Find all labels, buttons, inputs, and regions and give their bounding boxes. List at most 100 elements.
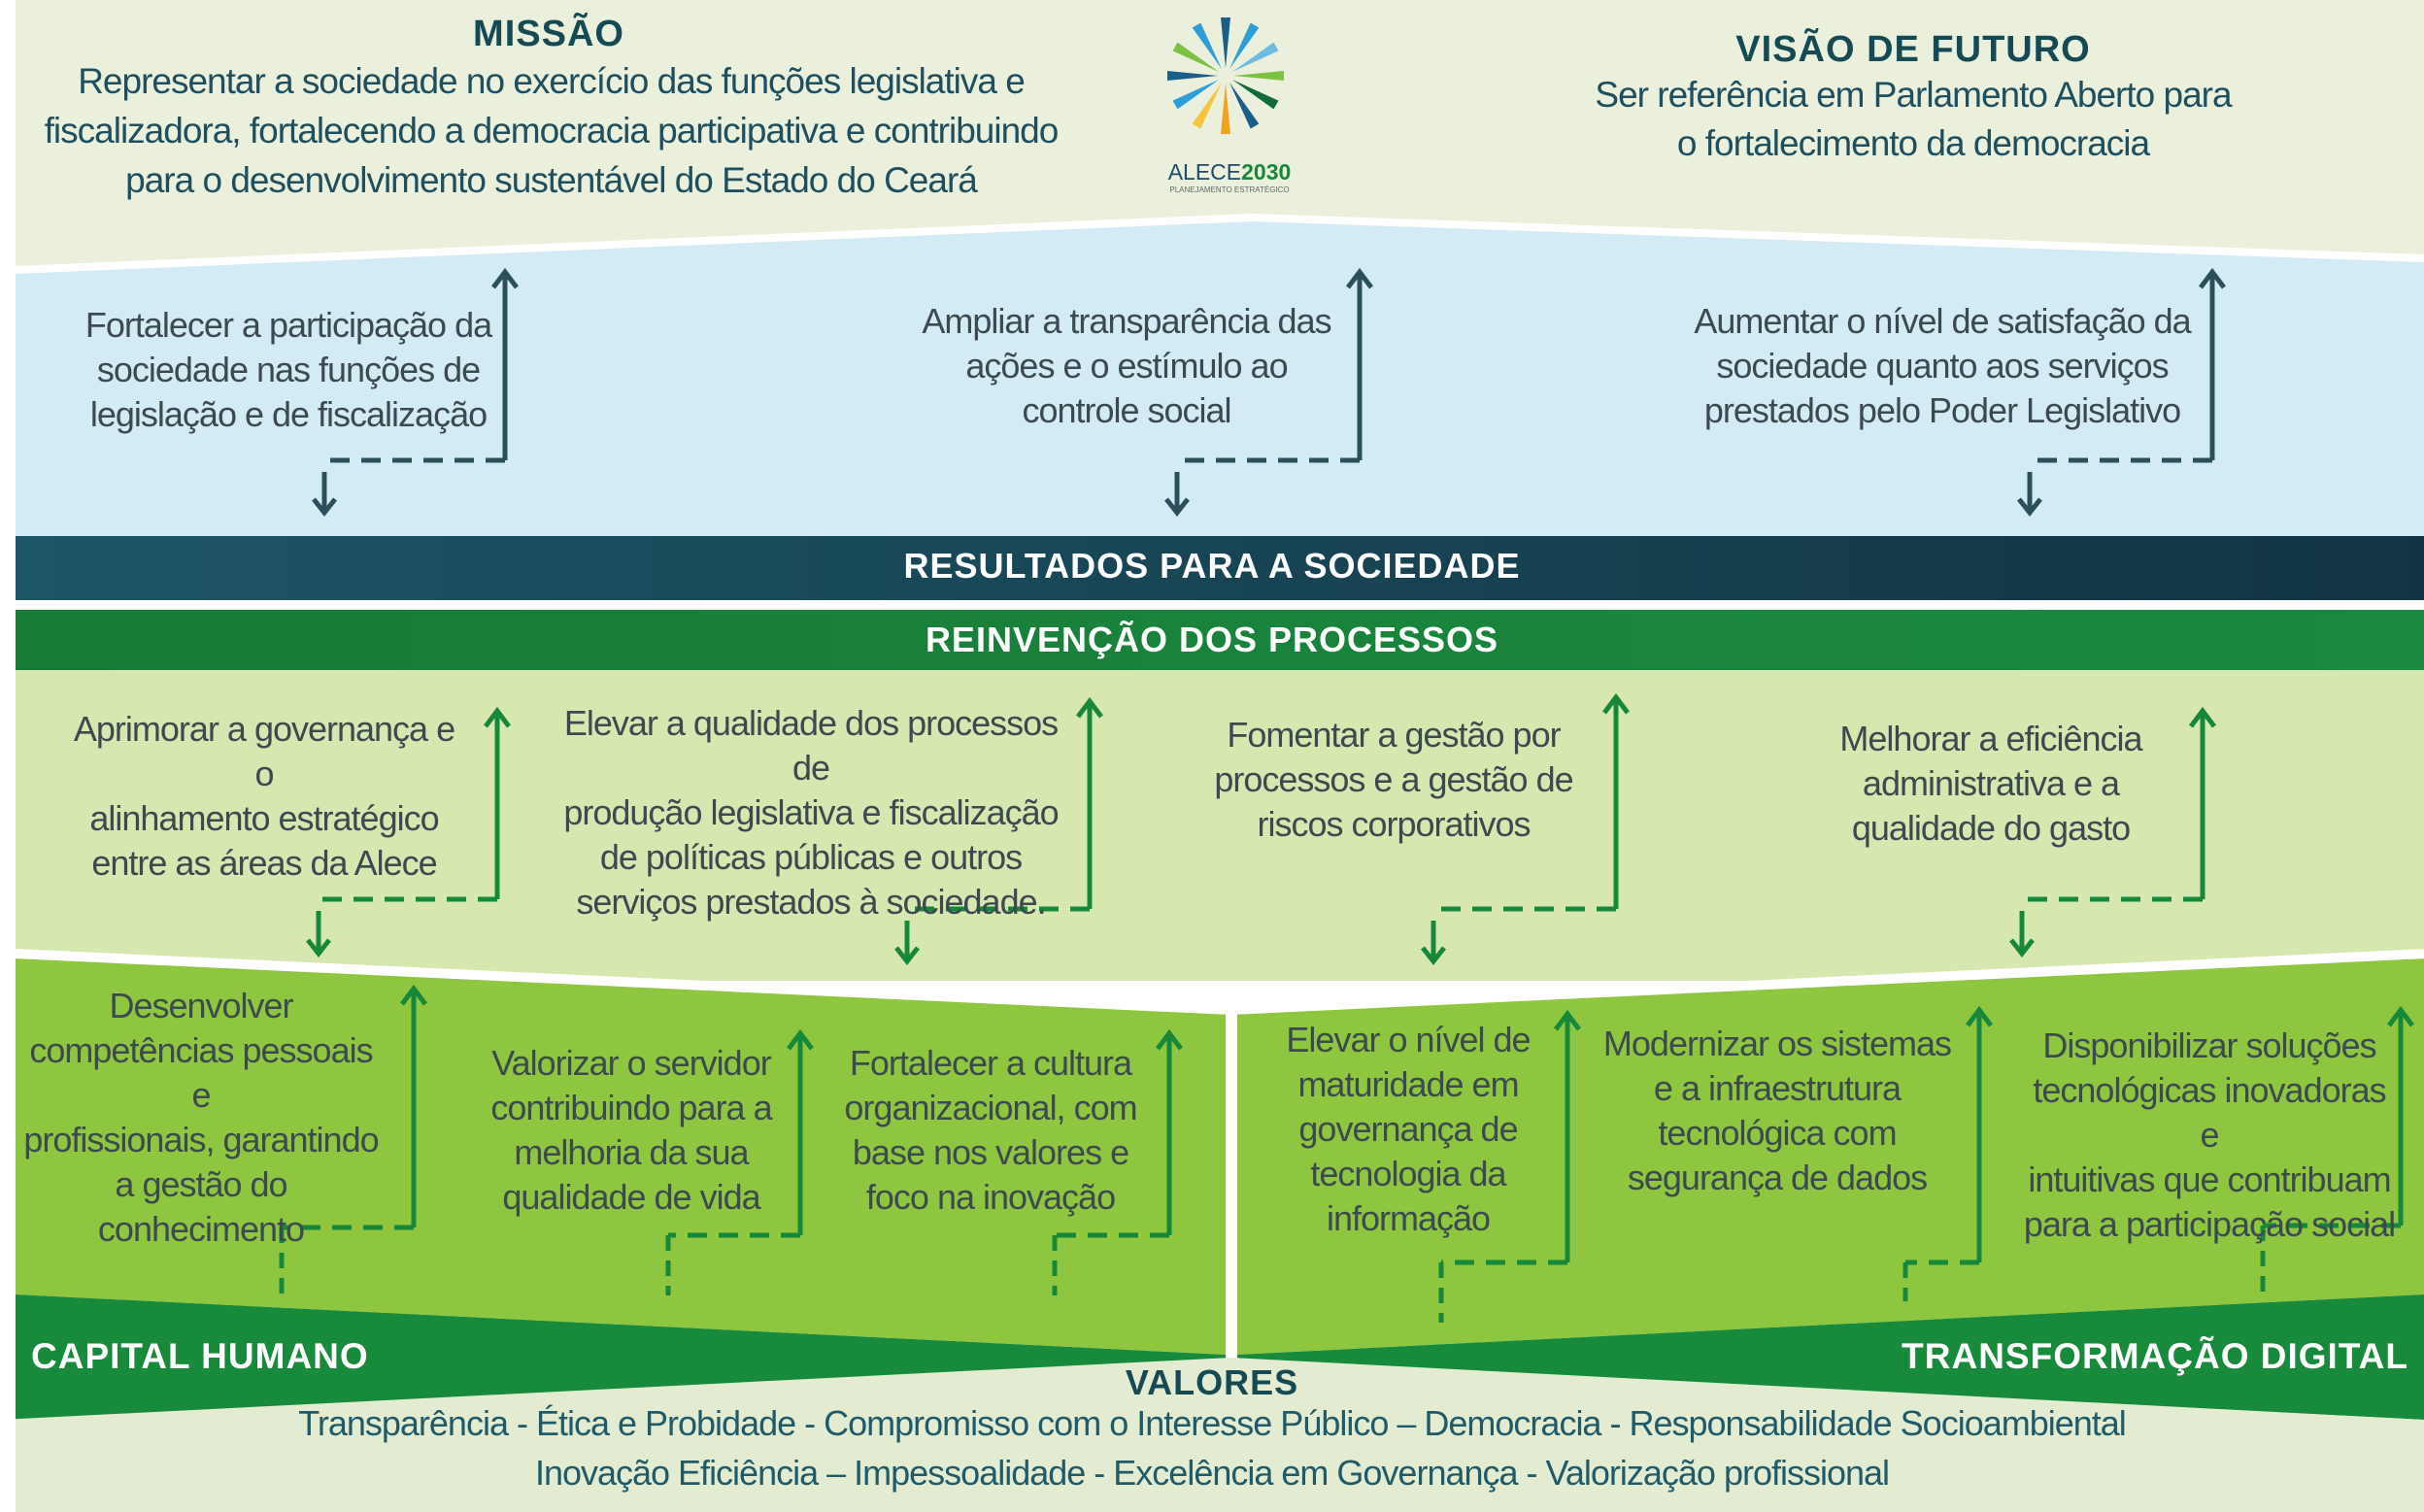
- objective-line: informação: [1326, 1198, 1491, 1238]
- mission-line: Representar a sociedade no exercício das…: [78, 61, 1026, 101]
- objective-line: ações e o estímulo ao: [965, 346, 1288, 386]
- process-objective: Aprimorar a governança e o alinhamento e…: [60, 707, 468, 886]
- society-objective: Aumentar o nível de satisfação da socied…: [1690, 299, 2195, 433]
- society-band: [16, 536, 2424, 600]
- objective-line: sociedade quanto aos serviços: [1716, 346, 2169, 386]
- vision-line: Ser referência em Parlamento Aberto para: [1595, 75, 2232, 115]
- objective-line: Modernizar os sistemas: [1602, 1024, 1952, 1063]
- digital-band: [1237, 1294, 2424, 1420]
- mission-text: Representar a sociedade no exercício das…: [10, 56, 1093, 205]
- objective-line: Valorizar o servidor: [491, 1043, 771, 1083]
- values-title: VALORES: [1125, 1362, 1299, 1402]
- objective-line: profissionais, garantindo: [23, 1120, 379, 1159]
- process-band: [16, 610, 2424, 670]
- connector-arrows: [279, 267, 2414, 1323]
- human-objective: Desenvolver competências pessoais e prof…: [21, 984, 381, 1252]
- human-capital-title: CAPITAL HUMANO: [31, 1336, 369, 1376]
- objective-line: para a participação social: [2023, 1204, 2396, 1244]
- objective-line: riscos corporativos: [1257, 804, 1531, 844]
- left-margin: [0, 0, 16, 1512]
- process-objective: Melhorar a eficiência administrativa e a…: [1826, 717, 2156, 851]
- digital-objective: Modernizar os sistemas e a infraestrutur…: [1593, 1022, 1962, 1200]
- up-arrow-icon: [2199, 267, 2226, 460]
- objective-line: tecnologia da: [1310, 1154, 1506, 1193]
- objective-line: Ampliar a transparência das: [922, 301, 1331, 341]
- values-line: Transparência - Ética e Probidade - Comp…: [298, 1403, 2127, 1443]
- objective-line: competências pessoais e: [29, 1030, 373, 1115]
- society-objective: Ampliar a transparência das ações e o es…: [913, 299, 1340, 433]
- process-objective: Fomentar a gestão por processos e a gest…: [1204, 713, 1583, 847]
- objective-line: Fortalecer a participação da: [84, 305, 492, 345]
- objective-line: segurança de dados: [1627, 1158, 1928, 1197]
- digital-title: TRANSFORMAÇÃO DIGITAL: [1902, 1336, 2408, 1376]
- society-area: [16, 219, 2424, 536]
- human-capital-band: [16, 1294, 1226, 1420]
- objective-line: de políticas públicas e outros: [599, 837, 1023, 877]
- objective-line: qualidade de vida: [502, 1177, 760, 1217]
- objective-line: foco na inovação: [865, 1177, 1116, 1217]
- process-edge: [13, 949, 2424, 1016]
- objective-line: governança de: [1298, 1109, 1518, 1149]
- objective-line: Aumentar o nível de satisfação da: [1694, 301, 2191, 341]
- up-arrow-icon: [1076, 696, 1103, 909]
- logo-wordmark: ALECE2030: [1152, 159, 1307, 185]
- up-arrow-icon: [1966, 1005, 1993, 1262]
- up-arrow-icon: [1156, 1028, 1183, 1235]
- objective-line: prestados pelo Poder Legislativo: [1703, 390, 2181, 430]
- logo-name: ALECE: [1167, 159, 1242, 185]
- human-capital-area: [16, 957, 1226, 1355]
- society-edge: [15, 213, 2424, 274]
- society-objective: Fortalecer a participação da sociedade n…: [80, 303, 497, 437]
- objective-line: Disponibilizar soluções: [2042, 1025, 2376, 1065]
- values-line: Inovação Eficiência – Impessoalidade - E…: [534, 1453, 1890, 1493]
- objective-line: Melhorar a eficiência: [1839, 719, 2142, 758]
- objective-line: a gestão do: [115, 1164, 287, 1204]
- human-objective: Valorizar o servidor contribuindo para a…: [466, 1041, 796, 1220]
- society-band-title: RESULTADOS PARA A SOCIEDADE: [903, 546, 1521, 586]
- objective-line: Elevar o nível de: [1286, 1020, 1531, 1059]
- mission-title: MISSÃO: [473, 14, 624, 54]
- objective-line: e a infraestrutura: [1653, 1068, 1902, 1108]
- objective-line: Fortalecer a cultura: [849, 1043, 1132, 1083]
- up-arrow-icon: [2189, 706, 2216, 899]
- up-arrow-icon: [1602, 692, 1630, 909]
- pinwheel-logo-icon: [1167, 17, 1284, 134]
- mission-line: para o desenvolvimento sustentável do Es…: [125, 160, 978, 200]
- vision-title: VISÃO DE FUTURO: [1735, 29, 2091, 70]
- objective-line: organizacional, com: [844, 1088, 1137, 1127]
- objective-line: qualidade do gasto: [1851, 808, 2131, 848]
- up-arrow-icon: [1346, 267, 1373, 460]
- objective-line: serviços prestados à sociedade.: [576, 882, 1046, 922]
- down-arrow-icon: [1164, 472, 1190, 518]
- vision-line: o fortalecimento da democracia: [1676, 123, 2150, 163]
- objective-line: sociedade nas funções de: [96, 350, 481, 389]
- objective-line: melhoria da sua: [514, 1132, 749, 1172]
- objective-line: tecnológica com: [1658, 1113, 1897, 1153]
- down-arrow-icon: [1421, 921, 1446, 966]
- objective-line: Fomentar a gestão por: [1227, 715, 1561, 755]
- objective-line: Elevar a qualidade dos processos de: [563, 703, 1059, 788]
- down-arrow-icon: [894, 921, 920, 966]
- mission-line: fiscalizadora, fortalecendo a democracia…: [44, 111, 1060, 151]
- up-arrow-icon: [2387, 1005, 2414, 1226]
- objective-line: produção legislativa e fiscalização: [563, 792, 1059, 832]
- up-arrow-icon: [1554, 1009, 1581, 1262]
- logo-subtitle: PLANEJAMENTO ESTRATÉGICO: [1169, 185, 1290, 194]
- objective-line: entre as áreas da Alece: [91, 843, 437, 883]
- objective-line: intuitivas que contribuam: [2028, 1159, 2391, 1199]
- up-arrow-icon: [400, 984, 427, 1227]
- objective-line: contribuindo para a: [490, 1088, 772, 1127]
- vision-text: Ser referência em Parlamento Aberto para…: [1515, 71, 2311, 168]
- up-arrow-icon: [787, 1028, 814, 1235]
- objective-line: controle social: [1022, 390, 1231, 430]
- human-objective: Fortalecer a cultura organizacional, com…: [835, 1041, 1146, 1220]
- down-arrow-icon: [2009, 911, 2035, 958]
- logo-year: 2030: [1241, 159, 1292, 185]
- digital-objective: Elevar o nível de maturidade em governan…: [1262, 1018, 1554, 1241]
- digital-area: [1237, 957, 2424, 1355]
- values-text: Transparência - Ética e Probidade - Comp…: [58, 1398, 2366, 1497]
- objective-line: maturidade em: [1297, 1064, 1519, 1104]
- band-gap: [16, 600, 2424, 610]
